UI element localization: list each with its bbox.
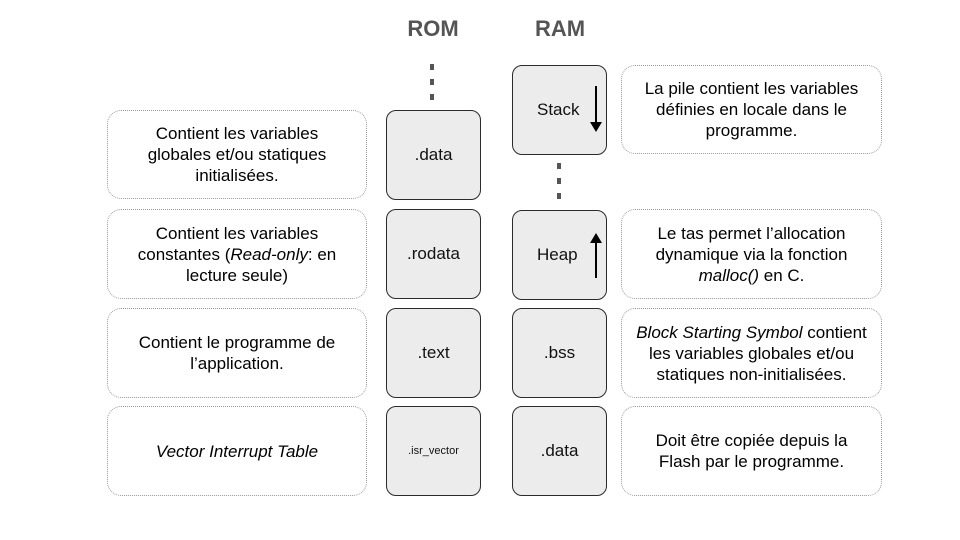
- desc-text-part: : en lecture seule): [185, 244, 337, 285]
- desc-rom-text: Contient le programme de l’application.: [107, 308, 367, 398]
- rom-block-label: .isr_vector: [408, 445, 459, 457]
- rom-block-label: .rodata: [407, 244, 460, 263]
- rom-block-rodata: .rodata: [386, 209, 481, 299]
- desc-text-italic: malloc(): [698, 265, 760, 285]
- ram-block-label: Stack: [537, 100, 580, 119]
- desc-ram-data: Doit être copiée depuis la Flash par le …: [621, 406, 882, 496]
- desc-ram-stack: La pile contient les variables définies …: [621, 65, 882, 154]
- rom-block-text: .text: [386, 308, 481, 398]
- ram-block-bss: .bss: [512, 308, 607, 398]
- ram-block-label: Heap: [537, 245, 578, 264]
- desc-text: Contient les variables constantes (Read-…: [122, 223, 352, 286]
- desc-text-part: Contient les variables constantes (: [137, 223, 319, 264]
- ram-block-heap: Heap: [512, 210, 607, 300]
- rom-block-label: .data: [414, 145, 453, 164]
- ram-block-label: .data: [540, 441, 579, 460]
- desc-text-part: Le tas permet l’allocation dynamique via…: [655, 223, 848, 264]
- ram-block-label: .bss: [543, 343, 576, 362]
- ram-block-data: .data: [512, 406, 607, 496]
- rom-continuation-icon: [429, 64, 435, 100]
- rom-block-data: .data: [386, 110, 481, 200]
- desc-rom-isr-vector: Vector Interrupt Table: [107, 406, 367, 496]
- desc-ram-heap: Le tas permet l’allocation dynamique via…: [621, 209, 882, 299]
- rom-block-isr-vector: .isr_vector: [386, 406, 481, 496]
- desc-text-part: en C.: [759, 265, 805, 285]
- ram-column-title: RAM: [534, 16, 586, 41]
- desc-text: Vector Interrupt Table: [155, 441, 319, 461]
- ram-block-stack: Stack: [512, 65, 607, 155]
- desc-text: Doit être copiée depuis la Flash par le …: [655, 431, 848, 471]
- rom-block-label: .text: [417, 343, 450, 362]
- desc-text: Le tas permet l’allocation dynamique via…: [636, 223, 867, 286]
- desc-ram-bss: Block Starting Symbol contient les varia…: [621, 308, 882, 398]
- desc-rom-rodata: Contient les variables constantes (Read-…: [107, 209, 367, 299]
- rom-column-title: ROM: [407, 16, 459, 41]
- desc-text: Contient le programme de l’application.: [138, 333, 336, 373]
- desc-text-italic: Read-only: [230, 244, 308, 264]
- desc-text-italic: Block Starting Symbol: [636, 322, 803, 342]
- desc-rom-data: Contient les variables globales et/ou st…: [107, 110, 367, 199]
- desc-text: Block Starting Symbol contient les varia…: [636, 322, 867, 385]
- ram-continuation-icon: [556, 163, 562, 199]
- desc-text-part: contient les variables globales et/ou st…: [648, 322, 867, 384]
- desc-text: La pile contient les variables définies …: [644, 79, 859, 140]
- desc-text: Contient les variables globales et/ou st…: [147, 124, 327, 185]
